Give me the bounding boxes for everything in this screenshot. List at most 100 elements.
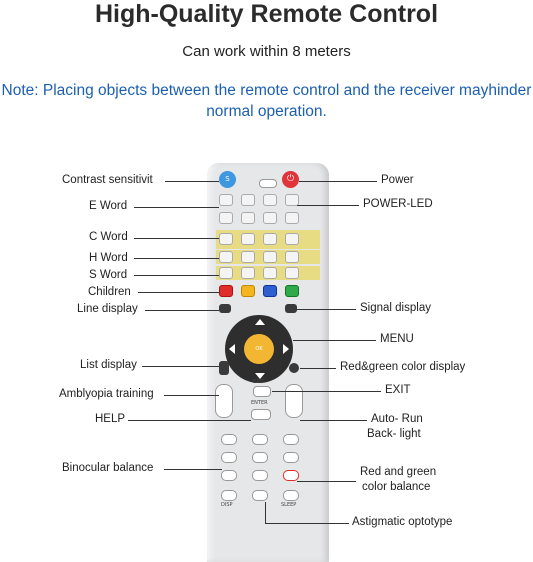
auto-button[interactable]: [285, 384, 303, 418]
label-s-word: S Word: [89, 269, 128, 281]
leader-line: [134, 258, 219, 259]
e-word-btn[interactable]: [241, 212, 255, 224]
children-green-btn[interactable]: [285, 285, 299, 297]
help-button[interactable]: [251, 409, 271, 420]
h-word-btn[interactable]: [263, 251, 277, 263]
leader-line: [134, 207, 219, 208]
left-arrow-icon[interactable]: [229, 344, 235, 354]
key-7[interactable]: [221, 470, 237, 481]
key-5[interactable]: [252, 452, 268, 463]
down-arrow-icon[interactable]: [255, 373, 265, 379]
leader-line: [134, 238, 219, 239]
label-signal-display: Signal display: [360, 302, 431, 314]
power-button[interactable]: ⏻: [282, 171, 299, 188]
signal-display-button[interactable]: [285, 304, 297, 313]
label-amblyopia: Amblyopia training: [59, 388, 154, 400]
h-word-btn[interactable]: [219, 251, 233, 263]
label-list-display: List display: [80, 359, 137, 371]
e-word-btn[interactable]: [263, 212, 277, 224]
exit-text: EXIT: [253, 379, 265, 385]
key-1[interactable]: [221, 434, 237, 445]
h-word-btn[interactable]: [241, 251, 255, 263]
page-subtitle: Can work within 8 meters: [182, 43, 351, 60]
exit-button[interactable]: [253, 386, 271, 397]
leader-line: [297, 481, 356, 482]
leader-line: [165, 181, 219, 182]
label-h-word: H Word: [89, 252, 128, 264]
label-power: Power: [381, 174, 414, 186]
h-word-btn[interactable]: [285, 251, 299, 263]
leader-line: [138, 292, 219, 293]
leader-line: [299, 181, 377, 182]
key-4[interactable]: [221, 452, 237, 463]
disp-text: DISP: [221, 502, 233, 508]
e-word-btn[interactable]: [263, 194, 277, 206]
children-orange-btn[interactable]: [241, 285, 255, 297]
leader-line: [297, 309, 356, 310]
leader-line: [164, 469, 222, 470]
key-2[interactable]: [252, 434, 268, 445]
s-word-btn[interactable]: [285, 267, 299, 279]
s-word-btn[interactable]: [263, 267, 277, 279]
label-menu: MENU: [380, 333, 414, 345]
e-word-btn[interactable]: [219, 212, 233, 224]
remote-control: S ⏻ OK EXIT ENTER: [207, 163, 329, 562]
dpad: OK: [225, 315, 293, 383]
key-8[interactable]: [252, 470, 268, 481]
c-word-btn[interactable]: [285, 233, 299, 245]
leader-line: [297, 205, 359, 206]
page-title: High-Quality Remote Control: [94, 0, 439, 28]
key-9[interactable]: [283, 470, 299, 481]
s-word-btn[interactable]: [219, 267, 233, 279]
ok-menu-button[interactable]: OK: [244, 334, 274, 364]
label-redgreen-display: Red&green color display: [340, 361, 466, 373]
up-arrow-icon[interactable]: [255, 319, 265, 325]
leader-line: [265, 502, 266, 523]
label-astigmatic: Astigmatic optotype: [352, 516, 453, 528]
s-word-btn[interactable]: [241, 267, 255, 279]
label-exit: EXIT: [385, 384, 411, 396]
leader-line: [300, 420, 367, 421]
leader-line: [142, 366, 219, 367]
label-power-led: POWER-LED: [363, 198, 433, 210]
c-word-btn[interactable]: [219, 233, 233, 245]
c-word-btn[interactable]: [241, 233, 255, 245]
label-children: Children: [88, 286, 131, 298]
e-word-btn[interactable]: [285, 194, 299, 206]
note-text: Note: Placing objects between the remote…: [1, 82, 532, 120]
leader-line: [164, 395, 219, 396]
enter-text: ENTER: [251, 400, 268, 406]
label-rg-balance-2: color balance: [362, 481, 431, 493]
leader-line: [300, 368, 336, 369]
key-0[interactable]: [252, 490, 268, 501]
label-rg-balance-1: Red and green: [360, 466, 437, 478]
right-arrow-icon[interactable]: [283, 344, 289, 354]
disp-button[interactable]: [221, 490, 237, 501]
red-green-display-button[interactable]: [289, 363, 299, 373]
amblyopia-button[interactable]: [215, 384, 233, 418]
e-word-btn[interactable]: [219, 194, 233, 206]
led-indicator: [259, 179, 277, 188]
c-word-btn[interactable]: [263, 233, 277, 245]
list-display-button[interactable]: [219, 361, 229, 375]
leader-line: [145, 310, 219, 311]
leader-line: [128, 420, 251, 421]
key-6[interactable]: [283, 452, 299, 463]
label-back-light: Back- light: [367, 428, 421, 440]
label-help: HELP: [95, 413, 126, 425]
sleep-text: SLEEP: [281, 502, 297, 508]
leader-line: [265, 523, 349, 524]
s-button[interactable]: S: [219, 171, 236, 188]
children-red-btn[interactable]: [219, 285, 233, 297]
label-c-word: C Word: [89, 231, 128, 243]
e-word-btn[interactable]: [285, 212, 299, 224]
key-3[interactable]: [283, 434, 299, 445]
line-display-button[interactable]: [219, 304, 231, 313]
label-contrast: Contrast sensitivit: [62, 174, 153, 186]
sleep-button[interactable]: [283, 490, 299, 501]
children-blue-btn[interactable]: [263, 285, 277, 297]
e-word-btn[interactable]: [241, 194, 255, 206]
label-e-word: E Word: [89, 200, 128, 212]
leader-line: [134, 275, 219, 276]
label-line-display: Line display: [77, 303, 138, 315]
